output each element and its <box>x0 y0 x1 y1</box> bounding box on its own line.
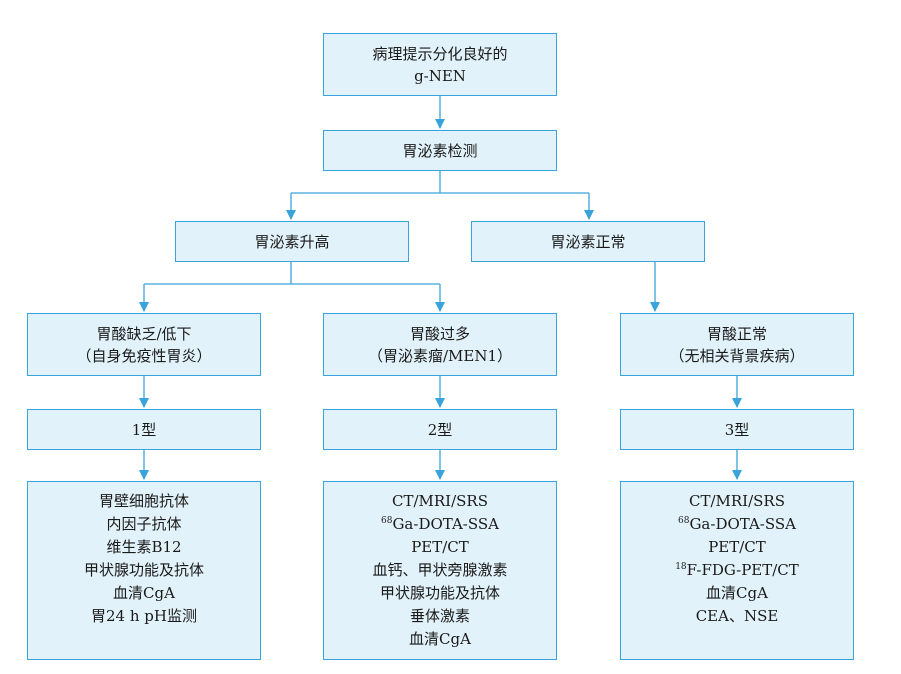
branch1-cause-line-1: 胃酸缺乏/低下 <box>96 324 192 343</box>
gastrin-test-node: 胃泌素检测 <box>323 130 557 171</box>
branch2-cause-line-2: （胃泌素瘤/MEN1） <box>367 346 513 365</box>
branch3-test-item: 血清CgA <box>706 584 768 602</box>
branch2-type-node: 2型 <box>323 409 557 450</box>
branch1-type-node: 1型 <box>27 409 261 450</box>
branch2-test-item: 垂体激素 <box>409 607 470 625</box>
branch1-test-item: 甲状腺功能及抗体 <box>83 561 204 579</box>
branch3-test-item: CT/MRI/SRS <box>688 492 785 510</box>
branch2-cause-line-1: 胃酸过多 <box>409 324 470 343</box>
branch1-test-item: 内因子抗体 <box>106 515 182 533</box>
isotope-superscript: 68 <box>678 516 690 526</box>
branch2-cause-node: 胃酸过多 （胃泌素瘤/MEN1） <box>323 313 557 376</box>
branch3-tests-node: CT/MRI/SRS 68Ga-DOTA-SSA PET/CT 18F-FDG-… <box>620 481 854 660</box>
root-line-2: g-NEN <box>414 66 466 85</box>
branch1-test-item: 维生素B12 <box>106 538 182 556</box>
branch2-test-item: 68Ga-DOTA-SSA <box>381 513 499 536</box>
branch3-type-label: 3型 <box>724 420 750 439</box>
gastrin-normal-node: 胃泌素正常 <box>471 221 705 262</box>
branch2-tests-node: CT/MRI/SRS 68Ga-DOTA-SSA PET/CT 血钙、甲状旁腺激… <box>323 481 557 660</box>
isotope-superscript: 18 <box>675 562 687 572</box>
gastrin-test-label: 胃泌素检测 <box>402 141 478 160</box>
branch3-test-text: Ga-DOTA-SSA <box>689 515 796 533</box>
branch1-test-item: 血清CgA <box>113 584 175 602</box>
branch1-test-item: 胃24 h pH监测 <box>91 607 197 625</box>
branch2-test-item: 血清CgA <box>409 630 471 648</box>
branch2-test-item: 血钙、甲状旁腺激素 <box>372 561 508 579</box>
branch1-tests-node: 胃壁细胞抗体 内因子抗体 维生素B12 甲状腺功能及抗体 血清CgA 胃24 h… <box>27 481 261 660</box>
gastrin-high-node: 胃泌素升高 <box>175 221 409 262</box>
branch3-cause-node: 胃酸正常 （无相关背景疾病） <box>620 313 854 376</box>
gastrin-normal-label: 胃泌素正常 <box>550 232 626 251</box>
branch3-test-item: CEA、NSE <box>695 607 779 625</box>
branch2-test-item: PET/CT <box>411 538 469 556</box>
branch2-type-label: 2型 <box>427 420 453 439</box>
branch1-cause-node: 胃酸缺乏/低下 （自身免疫性胃炎） <box>27 313 261 376</box>
branch2-test-item: 甲状腺功能及抗体 <box>379 584 500 602</box>
root-line-1: 病理提示分化良好的 <box>372 44 508 63</box>
root-node: 病理提示分化良好的 g-NEN <box>323 33 557 96</box>
branch3-cause-line-2: （无相关背景疾病） <box>669 346 805 365</box>
branch1-type-label: 1型 <box>131 420 157 439</box>
branch2-test-item: CT/MRI/SRS <box>391 492 488 510</box>
branch3-test-text: F-FDG-PET/CT <box>686 561 799 579</box>
branch3-test-item: 18F-FDG-PET/CT <box>675 559 799 582</box>
branch1-cause-line-2: （自身免疫性胃炎） <box>76 346 212 365</box>
branch3-test-item: PET/CT <box>708 538 766 556</box>
branch3-cause-line-1: 胃酸正常 <box>706 324 767 343</box>
branch3-test-item: 68Ga-DOTA-SSA <box>678 513 796 536</box>
gastrin-high-label: 胃泌素升高 <box>254 232 330 251</box>
branch2-test-text: Ga-DOTA-SSA <box>392 515 499 533</box>
isotope-superscript: 68 <box>381 516 393 526</box>
branch3-type-node: 3型 <box>620 409 854 450</box>
branch1-test-item: 胃壁细胞抗体 <box>98 492 189 510</box>
